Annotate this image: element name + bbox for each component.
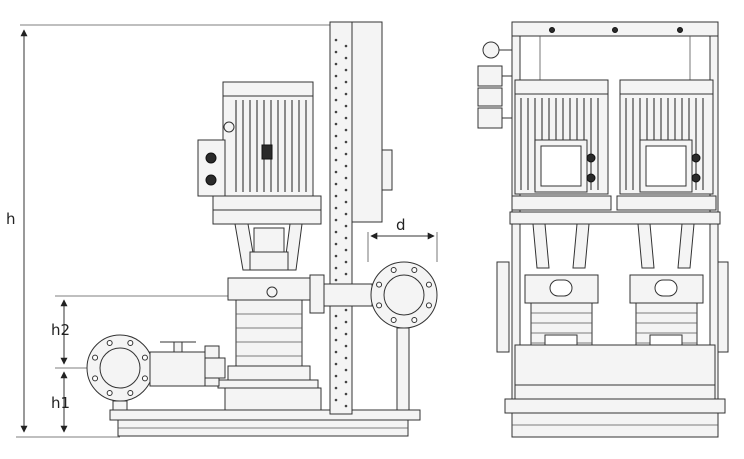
pressure-switch — [477, 107, 503, 129]
shaft-coupling — [253, 227, 285, 253]
cable-gland-icon — [205, 152, 217, 164]
panel-bracket — [381, 149, 393, 191]
side-flange-left — [496, 261, 510, 353]
discharge-flange — [309, 274, 325, 314]
mounting-column — [329, 21, 353, 415]
vent-plug-icon — [266, 286, 278, 298]
flange-bolts — [92, 340, 148, 396]
pump-support — [224, 387, 322, 411]
motor — [197, 81, 322, 211]
frame-crossbeam — [509, 211, 721, 225]
discharge-header — [514, 344, 716, 386]
front-base-frame — [504, 398, 726, 414]
lifting-eye-icon — [223, 121, 235, 133]
ball-valve — [149, 351, 206, 387]
cable-gland-icon — [205, 174, 217, 186]
discharge-manifold: d — [323, 216, 438, 411]
control-panel-side — [351, 21, 383, 223]
pump-base — [227, 365, 311, 381]
side-flange-right — [717, 261, 729, 353]
manifold-support — [396, 327, 410, 411]
side-view: h h2 h1 — [6, 21, 438, 438]
flange-bolts — [376, 267, 432, 323]
base-frame — [109, 409, 421, 421]
label-h2: h2 — [51, 321, 70, 339]
pressure-switch — [477, 65, 503, 87]
pressure-switch — [477, 87, 503, 107]
pressure-gauge-icon — [482, 41, 500, 59]
rating-plate — [261, 144, 273, 160]
coupling-lantern — [212, 209, 322, 271]
motor-flange — [212, 195, 322, 211]
label-h: h — [6, 210, 16, 228]
label-h1: h1 — [51, 394, 70, 412]
terminal-box — [197, 139, 226, 197]
dimension-h: h — [6, 24, 330, 438]
suction-manifold — [86, 334, 226, 411]
label-d: d — [396, 216, 406, 234]
motor-fan-cover — [222, 81, 314, 97]
front-view — [477, 21, 729, 438]
